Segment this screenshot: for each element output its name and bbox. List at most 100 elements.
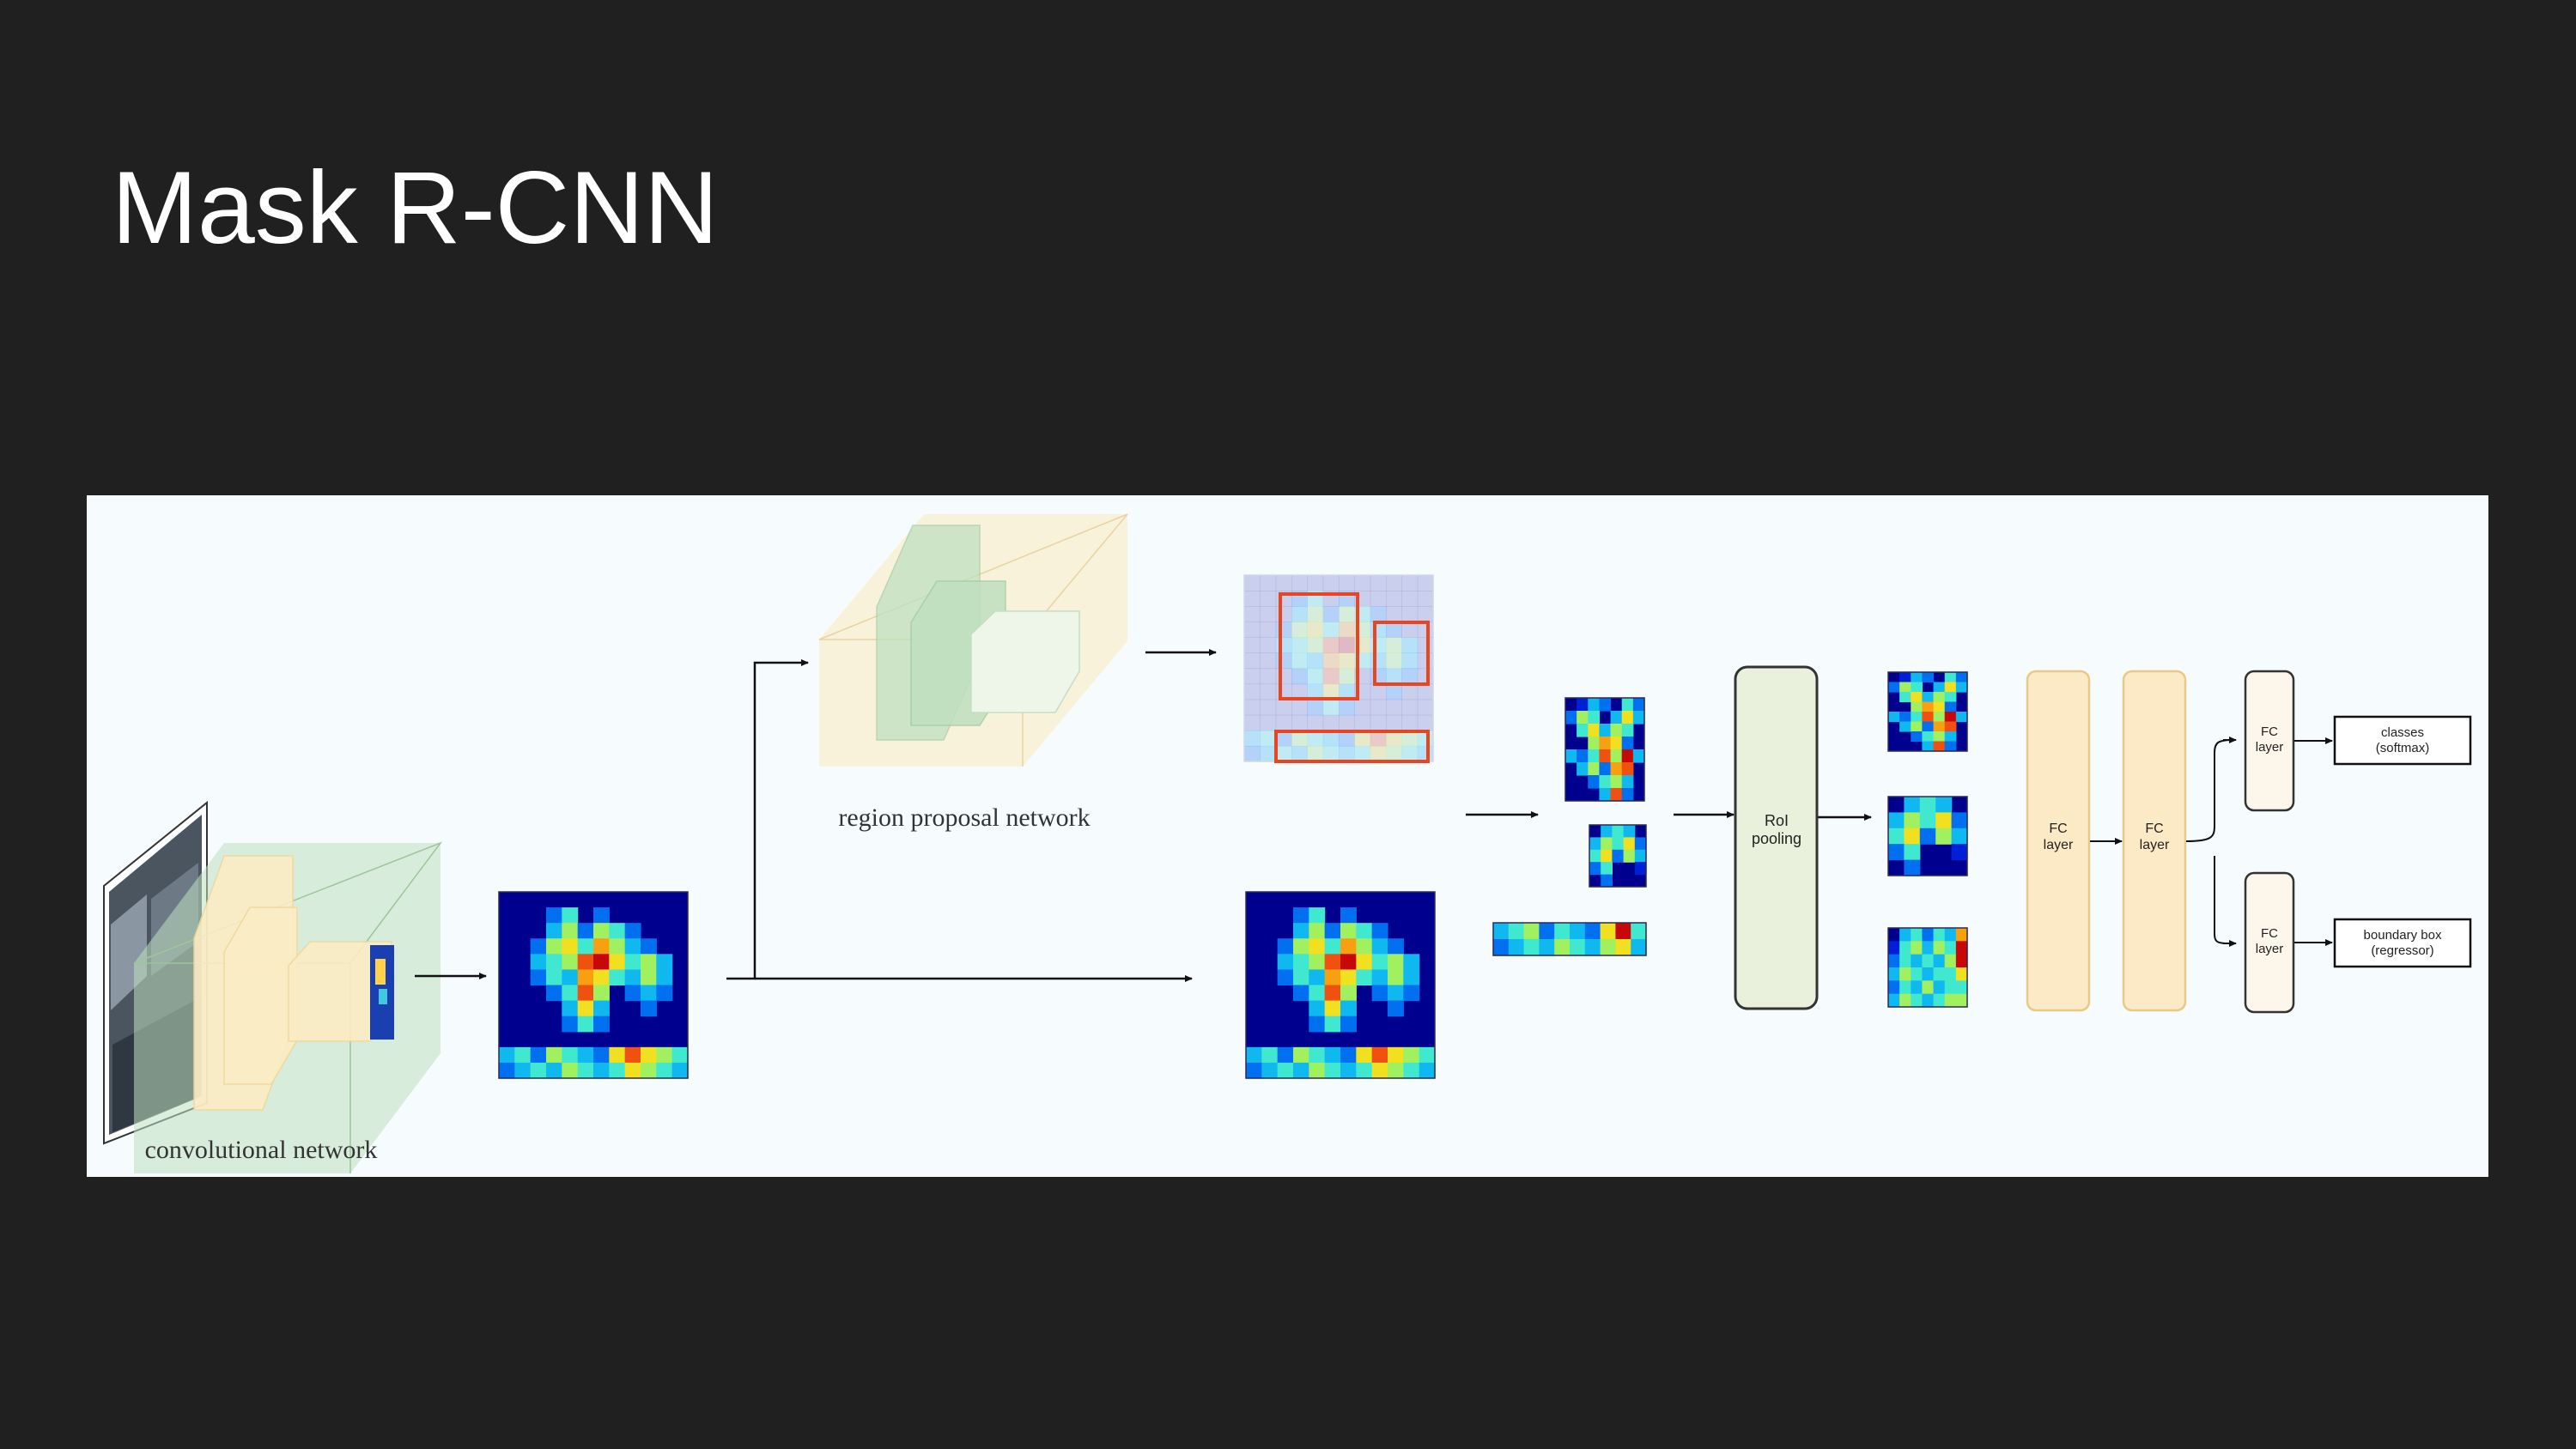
pooled-map-b-cell [1904,859,1921,876]
feature-map-copy-cell [1293,954,1309,971]
feature-map-copy-cell [1277,1062,1294,1079]
pooled-map-c-cell [1899,954,1911,968]
faded-feature-map-cell [1339,575,1355,591]
faded-feature-map-cell [1307,575,1324,591]
pooled-map-c-cell [1911,967,1923,981]
roi-crop-c-cell [1523,923,1540,940]
pooled-map-b-cell [1888,828,1905,845]
feature-map-copy-cell [1340,1046,1357,1064]
roi-crop-a-cell [1588,737,1601,750]
roi-crop-a-cell [1610,749,1623,763]
faded-feature-map-cell [1291,606,1308,622]
faded-feature-map-cell [1339,606,1355,622]
feature-map-copy-cell [1356,969,1373,986]
feature-map-cell [546,938,562,955]
feature-map-cell [593,1016,610,1033]
feature-map-copy-cell [1309,1046,1326,1064]
pooled-map-a-cell [1933,692,1946,703]
pooled-map-c-cell [1944,941,1957,955]
feature-map-cell [530,938,547,955]
pooled-map-c-cell [1955,967,1968,981]
roi-crop-a-cell [1565,711,1577,724]
pooled-map-b-cell [1951,828,1968,845]
feature-map-cell [624,985,641,1002]
feature-map-cell [641,938,657,955]
feature-map-copy-cell [1388,1046,1404,1064]
faded-feature-map-cell [1307,668,1324,685]
faded-feature-map-cell [1370,714,1387,731]
roi-crop-b-border [1589,824,1647,888]
feature-map-copy-cell [1388,969,1404,986]
faded-feature-map-cell [1417,699,1434,716]
feature-map-cell [609,938,626,955]
faded-feature-map-cell [1417,652,1434,670]
roi-crop-a-cell [1599,762,1612,776]
pooled-map-a-cell [1944,741,1957,752]
roi-crop-b-cell [1601,837,1613,851]
faded-feature-map-cell [1244,575,1261,591]
feature-map-copy-cell [1309,954,1326,971]
pooled-map-b-cell [1888,812,1905,829]
pooled-map-c-cell [1955,993,1968,1008]
faded-feature-map-cell [1322,621,1340,638]
pooled-map-c-cell [1922,928,1935,942]
faded-feature-map-cell [1322,575,1340,591]
faded-feature-map-cell [1401,621,1419,638]
faded-feature-map-cell [1307,621,1324,638]
label-region-proposal-network: region proposal network [838,803,1090,832]
faded-feature-map-cell [1260,575,1277,591]
feature-map-copy-cell [1293,1062,1309,1079]
fc-layer-1 [2026,670,2091,1012]
faded-feature-map-cell [1275,575,1292,591]
feature-map-copy-cell [1293,923,1309,939]
feature-map-cell [546,923,562,939]
feature-map-copy-cell [1309,1062,1326,1079]
feature-map-cell [577,969,594,986]
faded-feature-map-cell [1370,575,1387,591]
feature-map-copy-cell [1371,923,1388,939]
roi-crop-c-cell [1615,939,1631,956]
feature-map-cell [577,1062,594,1079]
faded-feature-map-cell [1339,668,1355,685]
faded-feature-map-cell [1417,606,1434,622]
faded-feature-map-cell [1339,745,1355,762]
roi-crop-b-cell [1601,862,1613,876]
faded-feature-map-cell [1307,683,1324,700]
faded-feature-map-cell [1244,699,1261,716]
roi-crop-a-cell [1588,749,1601,763]
roi-crop-b-cell [1589,849,1601,863]
fc-layer-1-label-2: layer [2044,838,2074,852]
feature-map-cell [609,1062,626,1079]
feature-map-cell [577,1046,594,1064]
feature-map [498,891,689,1079]
region-proposals [1243,574,1434,763]
feature-map-copy-cell [1261,1062,1279,1079]
feature-map-cell [641,1046,657,1064]
roi-crop-a-cell [1588,724,1601,737]
feature-map-cell [593,1062,610,1079]
feature-map-cell [530,954,547,971]
feature-map-cell [577,938,594,955]
faded-feature-map-cell [1307,652,1324,670]
pooled-map-c-cell [1911,941,1923,955]
pooled-map-c-cell [1944,980,1957,995]
feature-map-copy-cell [1293,1046,1309,1064]
feature-map-cell [641,954,657,971]
feature-map-cell [546,969,562,986]
roi-crop-a-cell [1577,749,1589,763]
feature-map-copy-border [1245,891,1436,1079]
pooled-map-c-cell [1888,980,1900,995]
feature-map-copy-cell [1277,954,1294,971]
feature-map-copy-cell [1388,985,1404,1002]
roi-crop-a-cell [1588,762,1601,776]
roi-crop-c-cell [1570,923,1586,940]
feature-map-copy-cell [1340,938,1357,955]
pooled-map-c-cell [1922,941,1935,955]
roi-crop-a-cell [1621,788,1634,802]
feature-map-copy-cell [1340,1016,1357,1033]
feature-map-cell [609,1046,626,1064]
faded-feature-map-cell [1401,683,1419,700]
roi-crop-c-cell [1539,939,1555,956]
feature-map-copy-cell [1340,954,1357,971]
feature-map-copy-cell [1419,1046,1436,1064]
